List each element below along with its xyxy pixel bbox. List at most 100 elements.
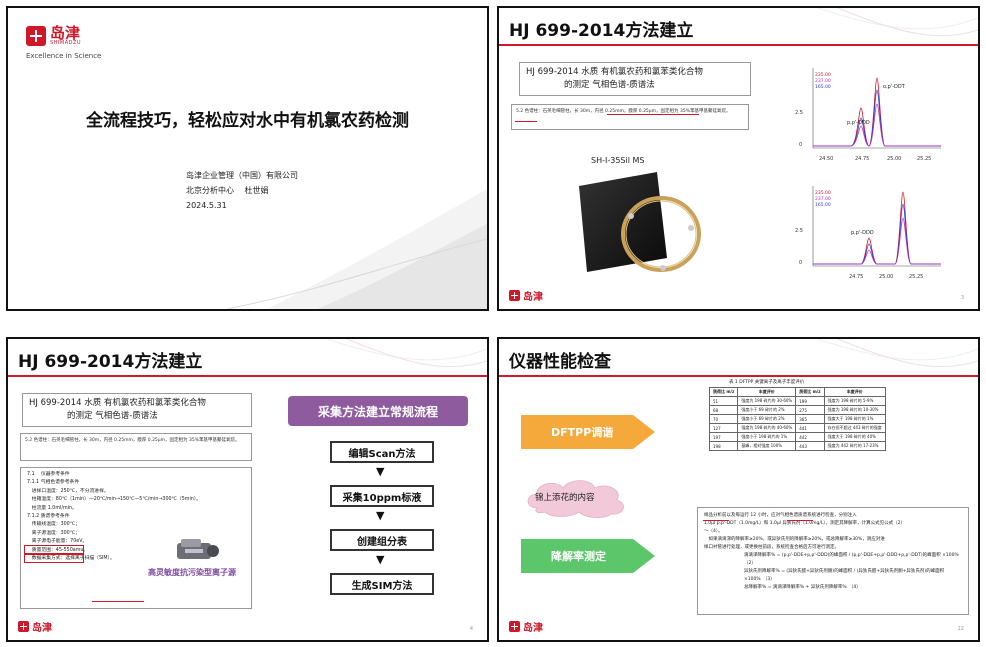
highlight-box-transfer bbox=[24, 545, 84, 554]
dftpp-tuning-button[interactable]: DFTPP调谐 bbox=[551, 426, 614, 439]
x-tick-1: 24.50 bbox=[819, 156, 833, 162]
chromatogram-top: 2.5 0 235.00 237.00 165.00 p,p'-DDD o,p'… bbox=[795, 68, 941, 162]
slide-method-column[interactable]: HJ 699-2014方法建立 HJ 699-2014 水质 有机氯农药和氯苯类… bbox=[497, 6, 980, 311]
header-wave-decoration bbox=[818, 8, 978, 37]
highlight-underline-endrin bbox=[787, 520, 813, 521]
method-line-2: 的测定 气相色谱-质谱法 bbox=[67, 411, 158, 421]
page-number: 3 bbox=[960, 295, 964, 301]
shimadzu-cross-icon bbox=[26, 26, 46, 46]
param-line: 柱箱温度：80℃（1min）—20℃/min→150℃—5℃/min→300℃（… bbox=[27, 497, 202, 503]
x-tick-b2: 25.00 bbox=[879, 274, 893, 280]
table-header-row: 质荷比 m/z 丰度评价 质荷比 m/z 丰度评价 bbox=[708, 387, 886, 397]
title-underline bbox=[499, 44, 978, 46]
column-condition-text: 5.2 色谱柱：石英毛细管柱，长 30m，内径 0.25mm，膜厚 0.25μm… bbox=[516, 109, 731, 114]
down-arrow-icon: ▼ bbox=[376, 553, 385, 566]
highlight-box-source bbox=[24, 554, 84, 563]
header-wave-decoration bbox=[818, 339, 978, 368]
param-line: 进样口温度：250℃，不分流进样。 bbox=[27, 488, 109, 494]
deg-line: 滴滴涕降解率% = (p,p'-DDE+p,p'-DDD)的峰面积 / (p,p… bbox=[744, 553, 964, 566]
flow-step-1: 编辑Scan方法 bbox=[330, 441, 434, 463]
presentation-date: 2024.5.31 bbox=[186, 201, 227, 210]
chromatogram-bottom: 2.5 0 235.00 237.00 165.00 p,p'-DDD 24.7… bbox=[795, 186, 941, 280]
footer-logo: 岛津 bbox=[18, 619, 52, 634]
x-tick-b1: 24.75 bbox=[849, 274, 863, 280]
table-title: 表 1 DFTPP 关键离子及离子丰度评价 bbox=[729, 380, 805, 385]
svg-text:0: 0 bbox=[799, 142, 802, 148]
dftpp-arrow-shape bbox=[521, 415, 655, 449]
method-line-1: HJ 699-2014 水质 有机氯农药和氯苯类化合物 bbox=[29, 398, 206, 408]
deg-line: 总降解率% = 滴滴涕降解率% + 异狄氏剂降解率% （4） bbox=[744, 585, 861, 590]
ion-source-image bbox=[177, 539, 219, 559]
decorative-swoosh bbox=[227, 189, 487, 309]
param-line: 传输线温度：300℃； bbox=[27, 522, 80, 528]
slide-title[interactable]: 岛津 SHIMADZU Excellence in Science 全流程技巧，… bbox=[6, 6, 489, 311]
legend-1b: 235.00 bbox=[815, 190, 831, 196]
slide-method-flow[interactable]: HJ 699-2014方法建立 HJ 699-2014 水质 有机氯农药和氯苯类… bbox=[6, 337, 489, 642]
degradation-test-button[interactable]: 降解率测定 bbox=[551, 550, 606, 563]
col-header: 质荷比 m/z bbox=[708, 387, 739, 397]
shimadzu-cross-icon bbox=[18, 621, 29, 632]
highlight-underline-ddt bbox=[703, 520, 729, 521]
presentation-title: 全流程技巧，轻松应对水中有机氯农药检测 bbox=[86, 111, 409, 131]
x-tick-b3: 25.25 bbox=[909, 274, 923, 280]
method-name-box: HJ 699-2014 水质 有机氯农药和氯苯类化合物 的测定 气相色谱-质谱法 bbox=[22, 393, 252, 427]
col-header: 丰度评价 bbox=[823, 387, 886, 397]
param-line: 7.1 仪器参考条件 bbox=[27, 472, 70, 477]
page-number: 4 bbox=[469, 626, 473, 632]
param-line: 质量范围：45-550amu。 bbox=[27, 547, 89, 553]
svg-text:2.5: 2.5 bbox=[795, 110, 803, 116]
footer-logo-text: 岛津 bbox=[523, 623, 543, 634]
title-underline bbox=[8, 375, 487, 377]
shimadzu-cross-icon bbox=[509, 621, 520, 632]
param-line: 数据采集方式：选择离子扫描（SIM）。 bbox=[27, 556, 115, 562]
x-tick-2: 24.75 bbox=[855, 156, 869, 162]
legend-2: 237.00 bbox=[815, 78, 831, 84]
slide-title: 仪器性能检查 bbox=[509, 352, 611, 372]
footer-logo-text: 岛津 bbox=[523, 292, 543, 303]
x-tick-3: 25.00 bbox=[887, 156, 901, 162]
flow-step-3: 创建组分表 bbox=[330, 529, 434, 551]
gc-column-image bbox=[579, 172, 701, 272]
ion-source-label: 高灵敏度抗污染型离子源 bbox=[148, 568, 236, 577]
legend-1: 235.00 bbox=[815, 72, 831, 78]
slogan: Excellence in Science bbox=[26, 52, 102, 60]
peak-label-ppddd: p,p'-DDD bbox=[847, 120, 870, 126]
param-line: 离子源电子能量：70eV。 bbox=[27, 539, 88, 545]
instrument-parameters-box: 7.1 仪器参考条件 7.1.1 气相色谱参考条件 进样口温度：250℃，不分流… bbox=[20, 467, 252, 609]
shimadzu-cross-icon bbox=[509, 290, 520, 301]
title-underline bbox=[499, 375, 978, 377]
param-line: 7.1.1 气相色谱参考条件 bbox=[27, 480, 80, 486]
slide-instrument-check[interactable]: 仪器性能检查 DFTPP调谐 锦上添花的内容 降解率测定 表 1 DFTPP 关… bbox=[497, 337, 980, 642]
down-arrow-icon: ▼ bbox=[376, 465, 385, 478]
deg-line: 样品分析前以及每运行 12 小时，应对气相色谱质谱系统进行检查，分别注入 bbox=[704, 513, 857, 518]
svg-text:2.5: 2.5 bbox=[795, 228, 803, 234]
svg-text:0: 0 bbox=[799, 260, 802, 266]
flow-title: 采集方法建立常规流程 bbox=[288, 396, 468, 426]
column-condition-box: 5.2 色谱柱：石英毛细管柱，长 30m，内径 0.25mm，膜厚 0.25μm… bbox=[20, 433, 252, 461]
method-line-1: HJ 699-2014 水质 有机氯农药和氯苯类化合物 bbox=[526, 67, 703, 77]
degradation-arrow-shape bbox=[521, 539, 655, 573]
highlight-underline bbox=[607, 114, 699, 115]
legend-2b: 237.00 bbox=[815, 196, 831, 202]
highlight-underline-2 bbox=[515, 121, 537, 122]
flow-step-2: 采集10ppm标液 bbox=[330, 485, 434, 507]
column-model-label: SH-I-35Sil MS bbox=[591, 156, 645, 165]
peak-label-opddt: o,p'-DDT bbox=[883, 84, 906, 90]
deg-line: 如果滴滴涕的降解率≥20%，或异狄氏剂的降解率≥20%，或总降解率≥30%，则应… bbox=[704, 537, 885, 542]
shimadzu-logo: 岛津 SHIMADZU bbox=[26, 26, 81, 46]
page-number: 22 bbox=[957, 626, 964, 632]
param-line: 离子源温度：300℃； bbox=[27, 530, 80, 536]
col-header: 丰度评价 bbox=[737, 387, 797, 397]
header-wave-decoration bbox=[327, 339, 487, 368]
logo-cn-text: 岛津 bbox=[50, 24, 81, 42]
cloud-text: 锦上添花的内容 bbox=[535, 493, 595, 503]
highlight-underline-sim bbox=[92, 601, 144, 602]
down-arrow-icon: ▼ bbox=[376, 509, 385, 522]
param-line: 7.1.2 质谱参考条件 bbox=[27, 514, 70, 520]
method-line-2: 的测定 气相色谱-质谱法 bbox=[564, 80, 655, 90]
cloud-shape bbox=[527, 480, 624, 518]
